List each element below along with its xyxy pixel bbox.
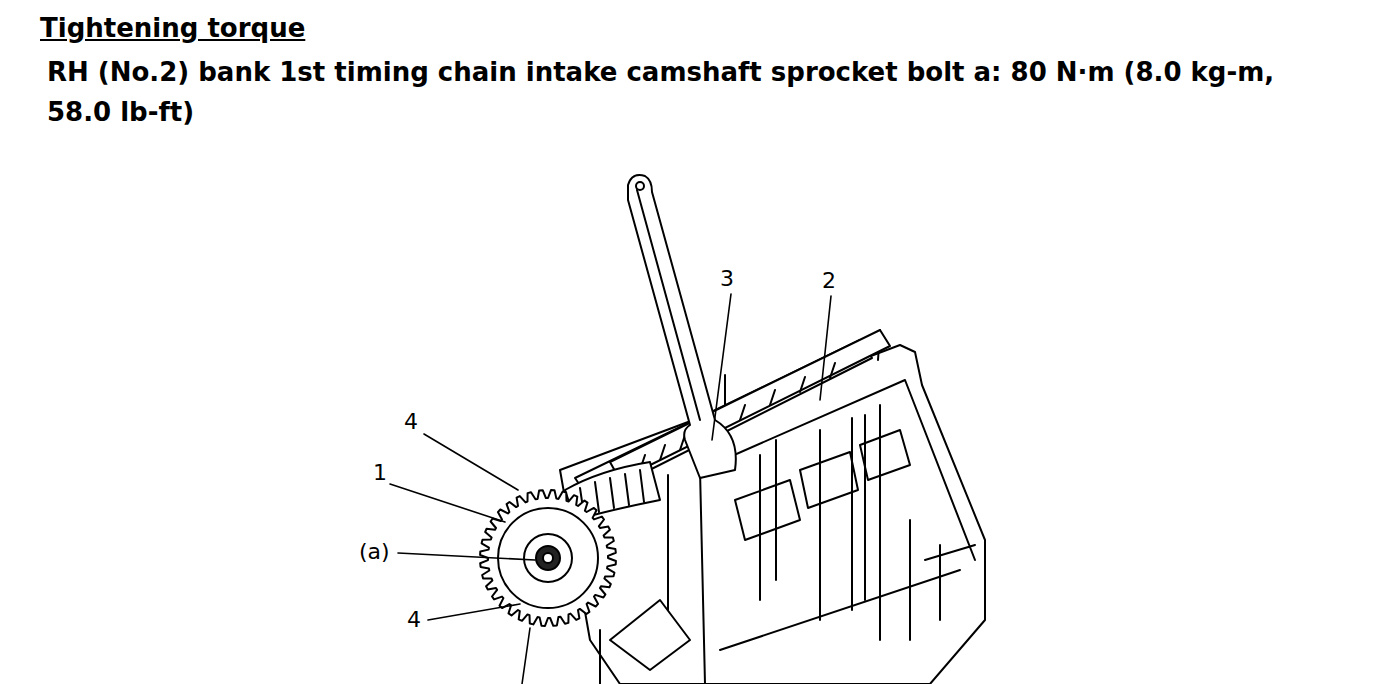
callout-number: 1 <box>372 462 388 484</box>
callout-number: 4 <box>403 411 419 433</box>
sprocket-hub <box>498 508 598 608</box>
camshaft <box>610 330 890 480</box>
torque-spec: RH (No.2) bank 1st timing chain intake c… <box>47 52 1297 132</box>
sprocket-hub <box>524 534 572 582</box>
heading: Tightening torque <box>40 12 305 44</box>
callout-number: 4 <box>406 609 422 631</box>
head-detail <box>610 380 975 684</box>
cam-lobes <box>640 363 835 470</box>
cylinder-head <box>560 345 985 684</box>
leader-lines <box>390 294 831 684</box>
chain-links <box>580 470 644 515</box>
callout-number: 3 <box>719 268 735 290</box>
sprocket-bolt <box>543 553 553 563</box>
head-studs <box>600 330 940 684</box>
wrench <box>628 175 736 478</box>
callout-number: 2 <box>821 270 837 292</box>
callout-number: (a) <box>358 541 391 563</box>
wrench-hole <box>636 182 644 190</box>
sprocket-bolt <box>536 546 560 570</box>
wrench-slot <box>637 190 700 420</box>
